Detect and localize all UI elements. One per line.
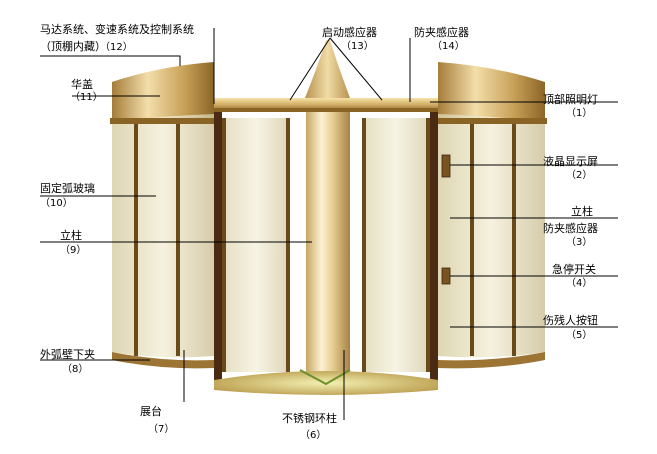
label-3-anti-pinch-sensor: 防夹感应器 (543, 222, 598, 235)
label-10-num: （10） (40, 198, 73, 209)
label-5-disabled-button: 伤残人按钮 (543, 314, 598, 327)
label-6-stainless-ring-pillar: 不锈钢环柱 (282, 412, 337, 425)
label-4-num: （4） (566, 278, 593, 289)
label-2-num: （2） (566, 170, 593, 181)
label-7-num: （7） (148, 424, 175, 435)
label-2-lcd-screen: 液晶显示屏 (543, 155, 598, 168)
label-14-num: （14） (432, 41, 465, 52)
label-13-start-sensor: 启动感应器 (322, 26, 377, 39)
label-3-num: （3） (566, 237, 593, 248)
label-4-emergency-stop: 急停开关 (552, 263, 596, 276)
label-14-anti-pinch-sensor: 防夹感应器 (414, 26, 469, 39)
label-7-display-platform: 展台 (140, 405, 162, 418)
label-11-canopy: 华盖 (71, 78, 93, 91)
label-13-num: （13） (341, 41, 374, 52)
label-9-num: （9） (60, 245, 87, 256)
label-12-sub: （顶棚内藏） (40, 40, 106, 53)
label-9-pillar: 立柱 (60, 229, 82, 242)
label-6-num: （6） (300, 430, 327, 441)
label-12-motor-system: 马达系统、变速系统及控制系统 (40, 23, 194, 36)
label-8-outer-wall-clamp: 外弧壁下夹 (40, 348, 95, 361)
label-1-num: （1） (566, 108, 593, 119)
left-drum (110, 62, 214, 369)
leader-lines (40, 28, 618, 420)
label-11-num: （11） (70, 92, 103, 103)
label-10-fixed-arc-glass: 固定弧玻璃 (40, 182, 95, 195)
label-12-num: （12） (100, 42, 133, 53)
right-drum (438, 62, 547, 369)
label-8-num: （8） (62, 364, 89, 375)
label-3-pillar: 立柱 (571, 205, 593, 218)
label-5-num: （5） (566, 330, 593, 341)
label-1-top-light: 顶部照明灯 (543, 93, 598, 106)
